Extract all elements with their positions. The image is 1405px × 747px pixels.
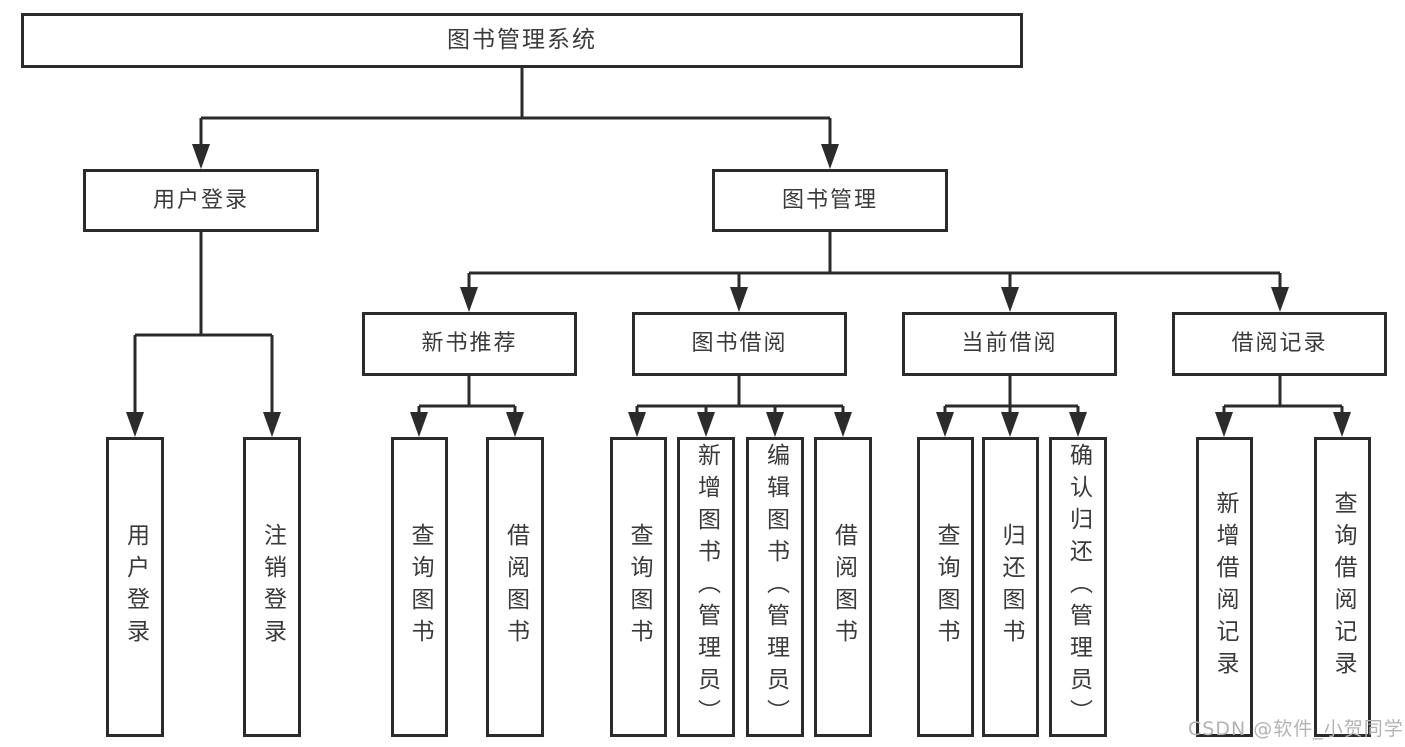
node-leaf-edit-book-admin: 编辑图书（管理员） <box>746 437 804 737</box>
node-label: 借阅图书 <box>830 523 857 651</box>
node-leaf-query-book-1: 查询图书 <box>391 437 448 737</box>
node-leaf-return-book: 归还图书 <box>982 437 1039 737</box>
node-label: 图书借阅 <box>691 331 788 356</box>
csdn-watermark: CSDN @软件_小贺同学 <box>1188 718 1404 740</box>
node-label: 用户登录 <box>152 187 249 213</box>
node-leaf-add-borrow-record: 新增借阅记录 <box>1196 437 1253 737</box>
node-leaf-logout: 注销登录 <box>243 437 301 737</box>
node-label: 查询图书 <box>626 523 652 651</box>
node-leaf-user-login: 用户登录 <box>106 437 164 737</box>
node-leaf-add-book-admin: 新增图书（管理员） <box>677 437 735 737</box>
node-label: 图书管理 <box>781 187 878 213</box>
node-label: 确认归还（管理员） <box>1065 443 1092 731</box>
node-label: 新书推荐 <box>421 331 518 356</box>
node-leaf-query-book-3: 查询图书 <box>917 437 974 737</box>
node-label: 查询借阅记录 <box>1330 491 1356 683</box>
node-leaf-confirm-return-admin: 确认归还（管理员） <box>1049 437 1107 737</box>
node-label: 注销登录 <box>259 523 286 651</box>
node-leaf-borrow-book-2: 借阅图书 <box>814 437 872 737</box>
node-label: 借阅图书 <box>502 523 529 651</box>
node-label: 借阅记录 <box>1231 331 1328 356</box>
node-book-borrowing: 图书借阅 <box>632 312 847 376</box>
node-label: 查询图书 <box>933 523 959 651</box>
node-library-management-system: 图书管理系统 <box>21 13 1023 68</box>
node-label: 用户登录 <box>122 523 149 651</box>
node-new-book-recommendation: 新书推荐 <box>362 312 577 376</box>
node-label: 图书管理系统 <box>447 27 597 53</box>
node-leaf-query-borrow-record: 查询借阅记录 <box>1314 437 1371 737</box>
node-leaf-borrow-book-1: 借阅图书 <box>486 437 544 737</box>
node-label: 归还图书 <box>998 523 1024 651</box>
arrowhead-icons <box>126 144 1351 437</box>
node-label: 新增借阅记录 <box>1212 491 1238 683</box>
node-user-login: 用户登录 <box>83 169 319 232</box>
node-label: 新增图书（管理员） <box>693 443 720 731</box>
node-label: 查询图书 <box>407 523 433 651</box>
node-current-borrowing: 当前借阅 <box>902 312 1117 376</box>
node-leaf-query-book-2: 查询图书 <box>610 437 667 737</box>
node-label: 当前借阅 <box>961 331 1058 356</box>
node-borrowing-records: 借阅记录 <box>1172 312 1387 376</box>
node-label: 编辑图书（管理员） <box>762 443 789 731</box>
node-book-management: 图书管理 <box>712 169 948 232</box>
